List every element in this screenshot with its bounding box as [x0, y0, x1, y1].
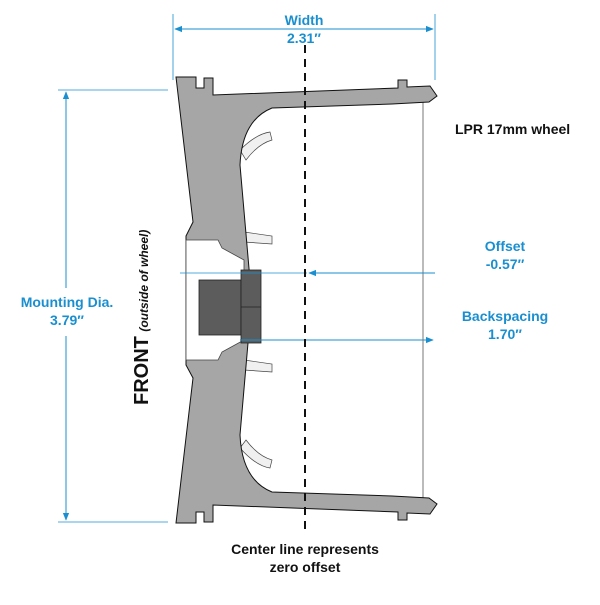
hub-nut: [240, 269, 262, 344]
front-sub-label: (outside of wheel): [137, 229, 151, 332]
backspacing-label: Backspacing: [461, 308, 549, 324]
offset-value: -0.57″: [485, 256, 525, 272]
centerline-caption-1: Center line represents: [231, 541, 379, 557]
width-value: 2.31″: [287, 30, 321, 46]
mounting-label: Mounting Dia.: [20, 294, 114, 310]
backspacing-value: 1.70″: [488, 326, 522, 342]
wheel-name: LPR 17mm wheel: [455, 121, 571, 137]
front-main-label: FRONT: [131, 336, 153, 405]
offset-label: Offset: [484, 238, 526, 254]
mounting-value: 3.79″: [50, 312, 84, 328]
front-label: FRONT (outside of wheel): [131, 230, 154, 405]
hub-adapter: [198, 279, 242, 336]
width-label: Width: [284, 12, 324, 28]
centerline-caption-2: zero offset: [269, 559, 341, 575]
wheel-profile: [175, 76, 438, 524]
